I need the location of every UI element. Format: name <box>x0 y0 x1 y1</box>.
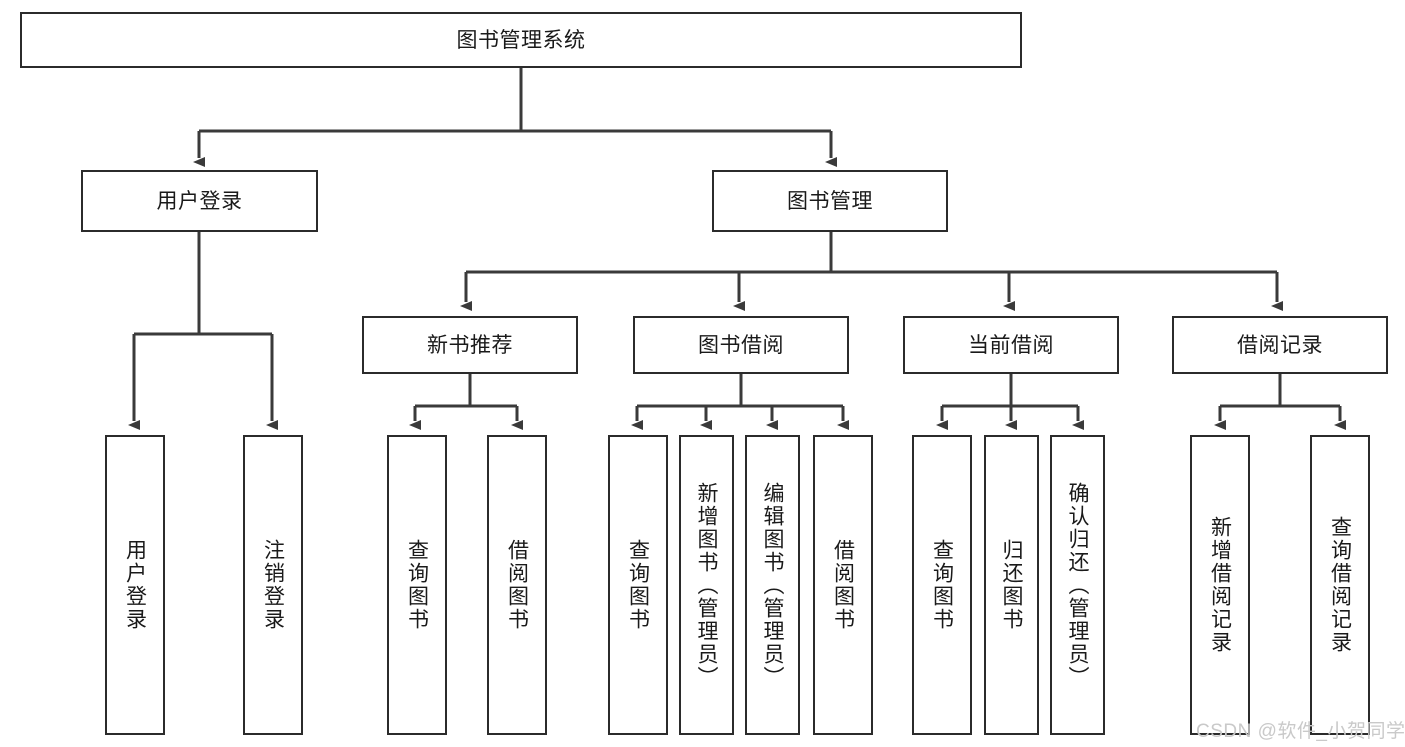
node-book-manage[interactable]: 图书管理 <box>712 170 948 232</box>
leaf-add-borrow-record-label: 新增借阅记录 <box>1208 516 1232 654</box>
leaf-return-book[interactable]: 归还图书 <box>984 435 1039 735</box>
leaf-query-book-rec-label: 查询图书 <box>405 539 429 631</box>
leaf-query-borrow-record[interactable]: 查询借阅记录 <box>1310 435 1370 735</box>
leaf-logout[interactable]: 注销登录 <box>243 435 303 735</box>
leaf-query-book-current[interactable]: 查询图书 <box>912 435 972 735</box>
leaf-borrow-book[interactable]: 借阅图书 <box>813 435 873 735</box>
node-root[interactable]: 图书管理系统 <box>20 12 1022 68</box>
leaf-borrow-book-rec[interactable]: 借阅图书 <box>487 435 547 735</box>
node-book-borrow[interactable]: 图书借阅 <box>633 316 849 374</box>
leaf-query-book-borrow[interactable]: 查询图书 <box>608 435 668 735</box>
leaf-user-login-label: 用户登录 <box>123 539 147 631</box>
leaf-query-book-current-label: 查询图书 <box>930 539 954 631</box>
node-new-book-recommend[interactable]: 新书推荐 <box>362 316 578 374</box>
node-borrow-records[interactable]: 借阅记录 <box>1172 316 1388 374</box>
node-book-borrow-label: 图书借阅 <box>698 333 784 357</box>
node-root-label: 图书管理系统 <box>456 28 586 52</box>
leaf-return-book-label: 归还图书 <box>1000 539 1023 631</box>
leaf-query-book-rec[interactable]: 查询图书 <box>387 435 447 735</box>
leaf-edit-book-admin-label: 编辑图书（管理员） <box>761 481 784 689</box>
node-current-borrow[interactable]: 当前借阅 <box>903 316 1119 374</box>
leaf-add-book-admin[interactable]: 新增图书（管理员） <box>679 435 734 735</box>
leaf-logout-label: 注销登录 <box>261 539 285 631</box>
node-user-login[interactable]: 用户登录 <box>81 170 318 232</box>
node-book-manage-label: 图书管理 <box>787 189 873 213</box>
leaf-add-borrow-record[interactable]: 新增借阅记录 <box>1190 435 1250 735</box>
leaf-user-login[interactable]: 用户登录 <box>105 435 165 735</box>
leaf-confirm-return-admin-label: 确认归还（管理员） <box>1066 481 1089 689</box>
leaf-borrow-book-label: 借阅图书 <box>831 539 855 631</box>
leaf-edit-book-admin[interactable]: 编辑图书（管理员） <box>745 435 800 735</box>
csdn-watermark: CSDN @软件_小贺同学 <box>1196 721 1405 742</box>
leaf-add-book-admin-label: 新增图书（管理员） <box>695 481 718 689</box>
leaf-query-borrow-record-label: 查询借阅记录 <box>1328 516 1352 654</box>
node-borrow-records-label: 借阅记录 <box>1237 333 1323 357</box>
node-user-login-label: 用户登录 <box>156 189 243 213</box>
leaf-query-book-borrow-label: 查询图书 <box>626 539 650 631</box>
node-new-book-recommend-label: 新书推荐 <box>427 333 513 357</box>
leaf-borrow-book-rec-label: 借阅图书 <box>505 539 529 631</box>
node-current-borrow-label: 当前借阅 <box>968 333 1054 357</box>
leaf-confirm-return-admin[interactable]: 确认归还（管理员） <box>1050 435 1105 735</box>
